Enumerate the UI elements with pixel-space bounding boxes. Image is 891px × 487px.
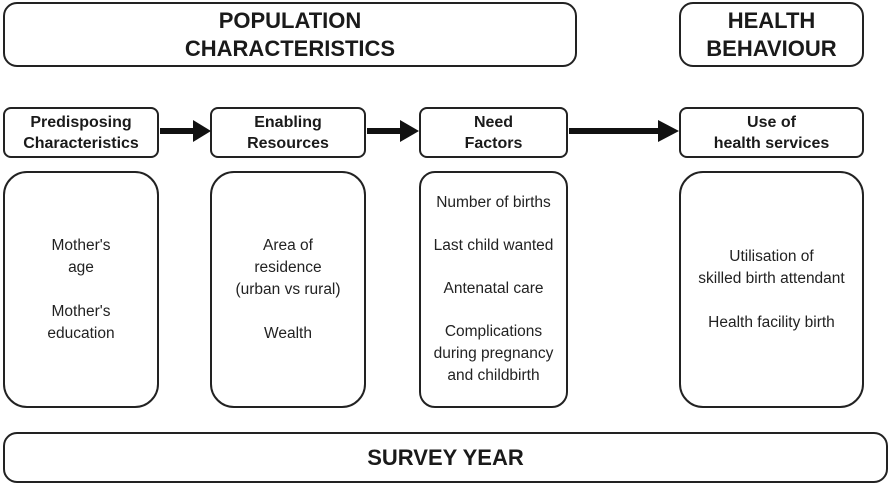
need-item-2: Last child wanted bbox=[433, 237, 554, 254]
behaviour-header-line1: HEALTH bbox=[727, 7, 816, 33]
predisposing-item-1b: age bbox=[68, 258, 94, 276]
arrow-need-to-use bbox=[569, 120, 679, 142]
survey-year-label: SURVEY YEAR bbox=[367, 444, 524, 470]
survey-year-box: SURVEY YEAR bbox=[3, 432, 888, 483]
enabling-title-box: Enabling Resources bbox=[210, 107, 366, 158]
enabling-item-2: Wealth bbox=[264, 324, 312, 342]
enabling-item-1b: residence bbox=[254, 258, 322, 276]
use-title-line1: Use of bbox=[747, 113, 796, 131]
need-title-line2: Factors bbox=[464, 134, 523, 152]
predisposing-title-line2: Characteristics bbox=[23, 134, 139, 152]
use-item-1a: Utilisation of bbox=[729, 247, 814, 265]
behaviour-header-line2: BEHAVIOUR bbox=[706, 35, 837, 61]
need-title-line1: Need bbox=[473, 113, 514, 131]
use-title-box: Use of health services bbox=[679, 107, 864, 158]
enabling-content-box: Area of residence (urban vs rural) Wealt… bbox=[210, 171, 366, 408]
use-item-2: Health facility birth bbox=[708, 313, 835, 331]
enabling-title-line2: Resources bbox=[247, 134, 329, 152]
need-item-4a: Complications bbox=[444, 323, 543, 340]
population-characteristics-header: POPULATION CHARACTERISTICS bbox=[3, 2, 577, 67]
use-title-line2: health services bbox=[713, 134, 830, 152]
predisposing-item-2a: Mother's bbox=[51, 302, 111, 320]
need-title-box: Need Factors bbox=[419, 107, 568, 158]
need-item-4c: and childbirth bbox=[447, 367, 540, 384]
need-item-4b: during pregnancy bbox=[433, 345, 554, 362]
need-item-3: Antenatal care bbox=[443, 280, 544, 297]
use-item-1b: skilled birth attendant bbox=[698, 269, 845, 287]
population-header-line1: POPULATION bbox=[218, 7, 362, 33]
predisposing-item-1a: Mother's bbox=[51, 236, 111, 254]
population-header-line2: CHARACTERISTICS bbox=[184, 35, 396, 61]
predisposing-title-line1: Predisposing bbox=[30, 113, 132, 131]
need-content-box: Number of births Last child wanted Anten… bbox=[419, 171, 568, 408]
enabling-title-line1: Enabling bbox=[254, 113, 322, 131]
arrow-enabling-to-need bbox=[367, 120, 419, 142]
predisposing-item-2b: education bbox=[47, 324, 115, 342]
enabling-item-1c: (urban vs rural) bbox=[235, 280, 341, 298]
enabling-item-1a: Area of bbox=[263, 236, 313, 254]
arrow-predisposing-to-enabling bbox=[160, 120, 211, 142]
use-content-box: Utilisation of skilled birth attendant H… bbox=[679, 171, 864, 408]
predisposing-title-box: Predisposing Characteristics bbox=[3, 107, 159, 158]
health-behaviour-header: HEALTH BEHAVIOUR bbox=[679, 2, 864, 67]
predisposing-content-box: Mother's age Mother's education bbox=[3, 171, 159, 408]
need-item-1: Number of births bbox=[436, 194, 551, 211]
